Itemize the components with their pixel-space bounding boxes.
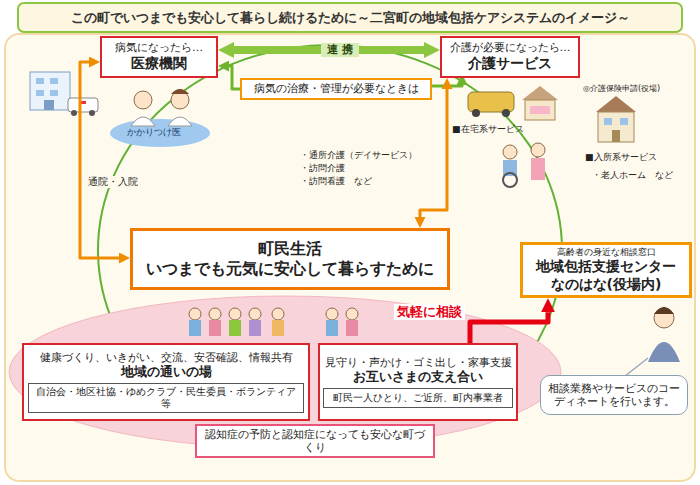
medical-box: 病気になったら…医療機関	[100, 36, 218, 78]
box-text: 病気の治療・管理が必要なときは	[254, 82, 419, 96]
hospital-icon	[30, 72, 98, 116]
people-icons	[189, 308, 358, 336]
note-label: ・訪問介護	[300, 163, 345, 174]
box-text: 医療機関	[131, 55, 187, 73]
outer-frame	[5, 34, 695, 481]
note-label: ■在宅系サービス	[452, 124, 524, 135]
edge-label: 気軽に相談	[394, 304, 465, 320]
member-box: 自治会・地区社協・ゆめクラブ・民生委員・ボランティア 等	[28, 383, 304, 413]
box-text: いつまでも元気に安心して暮らすために	[146, 259, 434, 279]
doctor-icons	[110, 89, 210, 147]
residents-box: 町民生活いつまでも元気に安心して暮らすために	[130, 228, 450, 290]
box-text: 認知症の予防と認知症になっても安心な町づくり	[201, 428, 429, 454]
connector-arrow	[470, 312, 548, 343]
note-label: かかりつけ医	[127, 127, 181, 138]
note-label: ・通所介護（デイサービス）	[300, 150, 417, 161]
gathering-box: 健康づくり、いきがい、交流、安否確認、情報共有地域の通いの場自治会・地区社協・ゆ…	[22, 343, 310, 421]
member-box: 町民一人ひとり、ご近所、町内事業者	[323, 388, 513, 408]
note-label: ■入所系サービス	[585, 152, 657, 163]
box-heading: 高齢者の身近な相談窓口	[557, 247, 656, 258]
note-label: ・訪問看護 など	[300, 176, 372, 187]
mutual-aid-box: 見守り・声かけ・ゴミ出し・家事支援お互いさまの支え合い町民一人ひとり、ご近所、町…	[318, 343, 518, 421]
edge-label: 通院・入院	[86, 176, 140, 188]
box-heading: 見守り・声かけ・ゴミ出し・家事支援	[325, 356, 512, 369]
box-text: 介護サービス	[468, 55, 552, 73]
title-text: この町でいつまでも安心して暮らし続けるために～二宮町の地域包括ケアシステムのイメ…	[22, 6, 678, 30]
treatment-box: 病気の治療・管理が必要なときは	[240, 78, 432, 100]
care-box: 介護が必要になったら…介護サービス	[440, 36, 580, 78]
connector-arrow	[420, 89, 447, 217]
edge-label: 連 携	[321, 43, 359, 56]
connector-arrow	[229, 66, 240, 89]
box-heading: 健康づくり、いきがい、交流、安否確認、情報共有	[40, 351, 293, 364]
box-text: 地域の通いの場	[121, 364, 212, 380]
staff-icon	[620, 307, 680, 380]
box-heading: 病気になったら…	[115, 41, 203, 55]
box-heading: 介護が必要になったら…	[450, 41, 571, 55]
box-text: 町民一人ひとり、ご近所、町内事業者	[333, 392, 503, 405]
connector-arrow	[80, 62, 119, 258]
dementia-box: 認知症の予防と認知症になっても安心な町づくり	[195, 424, 435, 458]
support-center-box: 高齢者の身近な相談窓口地域包括支援センター なのはな(役場内)	[520, 242, 692, 298]
note-label: ・老人ホーム など	[592, 170, 673, 181]
box-text: 相談業務やサービスのコーディネートを行います。	[545, 382, 683, 408]
title-bar	[18, 3, 682, 32]
box-text: お互いさまの支え合い	[353, 369, 483, 385]
connector-arrow	[432, 85, 462, 86]
note-label: ◎介護保険申請(役場)	[583, 84, 660, 94]
box-text: 自治会・地区社協・ゆめクラブ・民生委員・ボランティア 等	[33, 386, 299, 410]
speech-bubble: 相談業務やサービスのコーディネートを行います。	[540, 375, 688, 415]
box-text: 地域包括支援センター なのはな(役場内)	[527, 258, 685, 293]
box-heading: 町民生活	[258, 239, 322, 259]
